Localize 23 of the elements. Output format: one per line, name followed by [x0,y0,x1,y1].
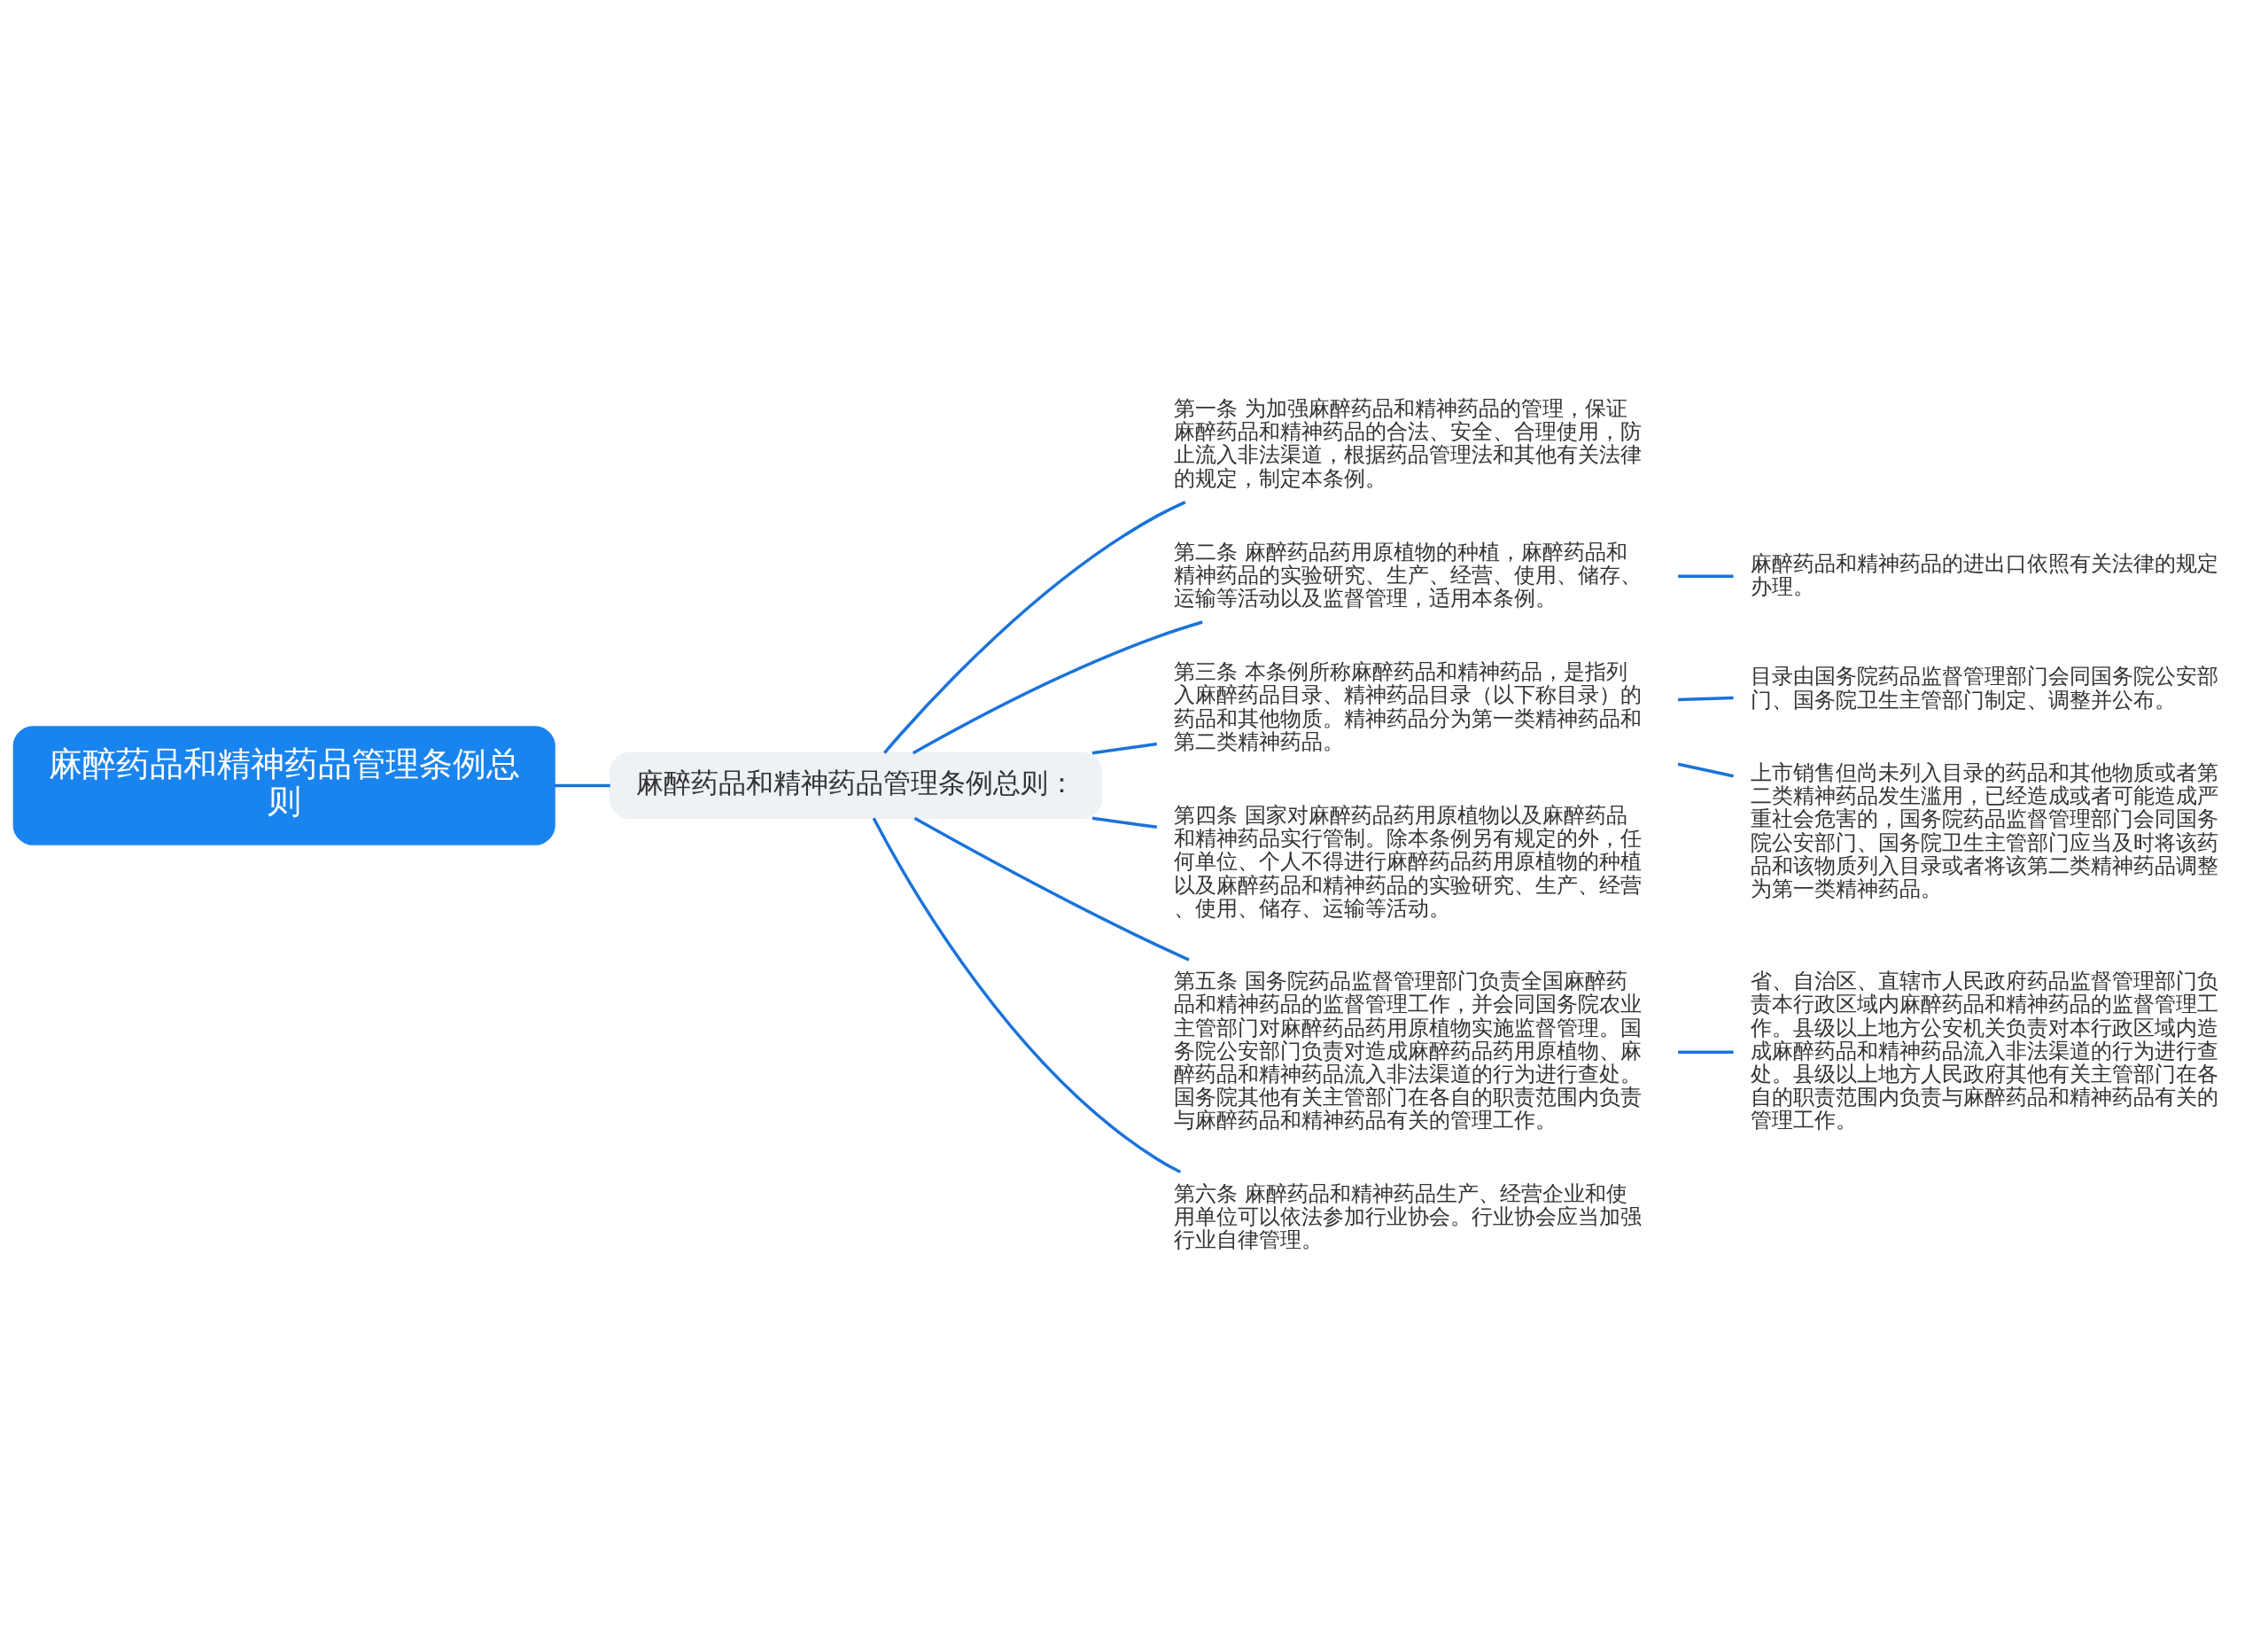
node-text: 上市销售但尚未列入目录的药品和其他物质或者第二类精神药品发生滥用，已经造成或者可能造成严重社会危害的，国务院药品监督管理部门会同国务院公安部门、国务院卫生主管部门应当及时将该药品和该物质列入目录或者将该第二类精神药品调整为第一类精神药品。 [1751,759,2219,901]
connector [883,500,1186,754]
node-text: 第六条 麻醉药品和精神药品生产、经营企业和使用单位可以依法参加行业协会。行业协会应当加强行业自律管理。 [1174,1180,1643,1253]
node-text: 目录由国务院药品监督管理部门会同国务院公安部门、国务院卫生主管部门制定、调整并公布。 [1751,663,2219,713]
node-text: 第五条 国务院药品监督管理部门负责全国麻醉药品和精神药品的监督管理工作，并会同国务院农业主管部门对麻醉药品药用原植物实施监督管理。国务院公安部门负责对造成麻醉药品药用原植物、麻醉药品和精神药品流入非法渠道的行为进行查处。国务院其他有关主管部门在各自的职责范围内负责与麻醉药品和精神药品有关的管理工作。 [1174,968,1643,1133]
node-box: 麻醉药品和精神药品管理条例总则： [610,752,1103,820]
node-text: 第四条 国家对麻醉药品药用原植物以及麻醉药品和精神药品实行管制。除本条例另有规定的外，任何单位、个人不得进行麻醉药品药用原植物的种植以及麻醉药品和精神药品的实验研究、生产、经营、使用、储存、运输等活动。 [1174,801,1643,921]
connector [872,817,1182,1174]
node-text: 第一条 为加强麻醉药品和精神药品的管理，保证麻醉药品和精神药品的合法、安全、合理使用，防止流入非法渠道，根据药品管理法和其他有关法律的规定，制定本条例。 [1174,394,1643,491]
connector [1678,1050,1734,1055]
connector [912,620,1203,755]
connector [1677,762,1734,778]
connector [913,816,1190,962]
connector [1091,742,1158,755]
node-box: 麻醉药品和精神药品管理条例总则 [12,726,555,845]
node-text: 麻醉药品和精神药品的进出口依照有关法律的规定办理。 [1751,549,2219,599]
connector [555,783,610,788]
connector [1678,574,1734,579]
node-text: 第三条 本条例所称麻醉药品和精神药品，是指列入麻醉药品目录、精神药品目录（以下称目录）的药品和其他物质。精神药品分为第一类精神药品和第二类精神药品。 [1174,658,1643,754]
node-text: 第二条 麻醉药品药用原植物的种植，麻醉药品和精神药品的实验研究、生产、经营、使用、储存、运输等活动以及监督管理，适用本条例。 [1174,538,1643,611]
connector [1678,696,1734,702]
node-text: 省、自治区、直辖市人民政府药品监督管理部门负责本行政区域内麻醉药品和精神药品的监督管理工作。县级以上地方公安机关负责对本行政区域内造成麻醉药品和精神药品流入非法渠道的行为进行查处。县级以上地方人民政府其他有关主管部门在各自的职责范围内负责与麻醉药品和精神药品有关的管理工作。 [1751,968,2219,1133]
connector [1091,816,1158,829]
